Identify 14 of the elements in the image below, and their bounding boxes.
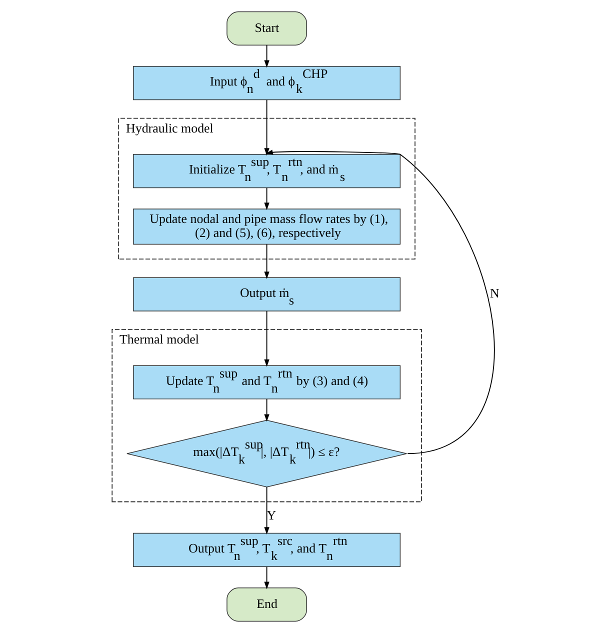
arrow	[264, 99, 270, 156]
node-box: Start	[226, 11, 307, 46]
node-box: End	[226, 588, 307, 622]
edge-label: Y	[266, 508, 276, 523]
node-box: Update nodal and pipe mass flow rates by (1), (2) and (5), (6), respectively	[133, 208, 401, 245]
arrow	[264, 566, 270, 590]
arrow	[264, 398, 270, 422]
arrow	[264, 310, 270, 367]
arrow	[265, 150, 494, 454]
edge-label: N	[490, 286, 500, 301]
arrow	[264, 244, 270, 279]
arrow	[264, 486, 270, 535]
arrow	[264, 44, 270, 68]
arrow	[264, 187, 270, 210]
